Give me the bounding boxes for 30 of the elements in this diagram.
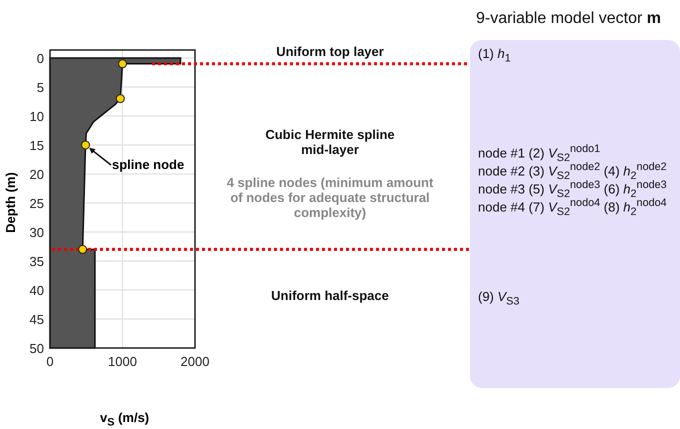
tick-label: 40 [30, 283, 44, 298]
tick-label: 10 [30, 109, 44, 124]
tick-label: 15 [30, 138, 44, 153]
layer-label: Uniform half-space [270, 288, 390, 303]
layer-label: Uniform top layer [275, 44, 385, 59]
model-vector-panel [470, 40, 680, 388]
tick-label: 20 [30, 167, 44, 182]
spline-node-marker [116, 94, 125, 104]
axis-title: v$_{S}$ (m/s) [100, 410, 150, 429]
note-text: 4 spline nodes (minimum amount of nodes for adequate structural complexity) [226, 175, 434, 220]
tick-label: 0 [36, 51, 44, 66]
tick-label: 30 [30, 225, 44, 240]
tick-label: 50 [30, 341, 44, 356]
tick-label: 5 [36, 80, 44, 95]
vector-entry: (9) V$_{S3}$ [478, 289, 520, 308]
spline-node-marker [81, 140, 90, 150]
vector-entry: (1) h$_{1}$ [478, 46, 511, 65]
axis-title: Depth (m) [2, 172, 18, 233]
tick-label: 0 [46, 354, 54, 369]
leader-arrow [89, 148, 112, 166]
tick-label: 45 [30, 312, 44, 327]
tick-label: 25 [30, 196, 44, 211]
tick-label: 1000 [108, 354, 137, 369]
title: 9-variable model vector m [476, 10, 661, 28]
annotation-text: spline node [112, 157, 184, 173]
layer-label: Cubic Hermite spline mid-layer [264, 127, 396, 157]
spline-node-marker [78, 244, 88, 254]
spline-node-marker [118, 59, 127, 68]
tick-label: 35 [30, 254, 44, 269]
tick-label: 2000 [180, 354, 210, 369]
